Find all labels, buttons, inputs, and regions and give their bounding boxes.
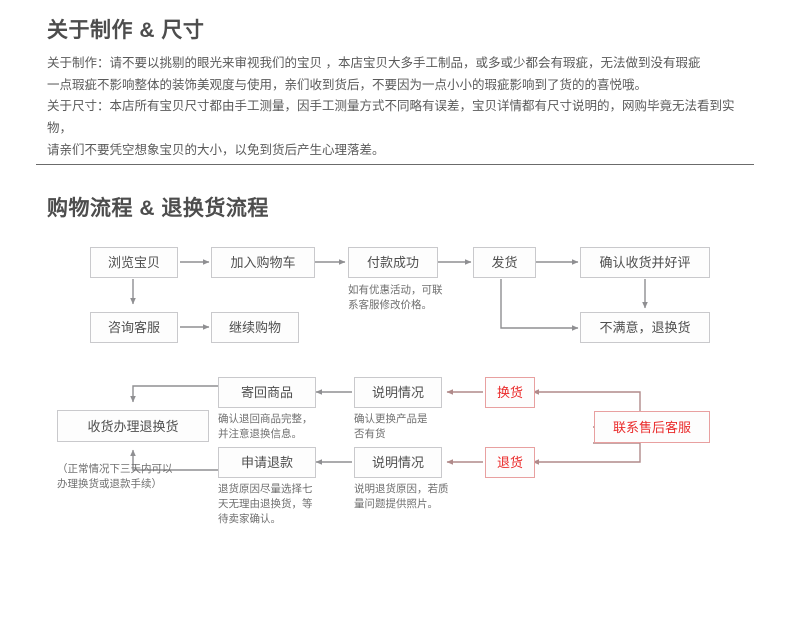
flow-node-consult[interactable]: 咨询客服 [90,312,178,343]
flow-node-confirm-review[interactable]: 确认收货并好评 [580,247,710,278]
flow-node-unsatisfied[interactable]: 不满意，退换货 [580,312,710,343]
about-size-paragraph: 关于尺寸：本店所有宝贝尺寸都由手工测量，因手工测量方式不同略有误差，宝贝详情都有… [47,99,735,157]
flow-node-apply-refund[interactable]: 申请退款 [218,447,316,478]
flow-node-browse[interactable]: 浏览宝贝 [90,247,178,278]
flow-node-exchange[interactable]: 换货 [485,377,535,408]
caption-receive-handle: （正常情况下三天内可以 办理换货或退款手续） [57,463,173,490]
page-title-about: 关于制作 & 尺寸 [47,19,205,42]
page-title-flow: 购物流程 & 退换货流程 [47,197,269,220]
flow-node-return-goods[interactable]: 寄回商品 [218,377,316,408]
flow-node-explain-exchange[interactable]: 说明情况 [354,377,442,408]
caption-explain-exchange: 确认更换产品是 否有货 [354,413,428,440]
about-craft-paragraph: 关于制作：请不要以挑剔的眼光来审视我们的宝贝 ，本店宝贝大多手工制品，或多或少都… [47,56,701,92]
flow-node-explain-refund[interactable]: 说明情况 [354,447,442,478]
caption-pay-success: 如有优惠活动，可联 系客服修改价格。 [348,284,443,311]
flow-node-refund[interactable]: 退货 [485,447,535,478]
flow-node-ship[interactable]: 发货 [473,247,536,278]
flow-node-receive-handle[interactable]: 收货办理退换货 [57,410,209,442]
section-divider [36,164,754,165]
flow-node-continue-shopping[interactable]: 继续购物 [211,312,299,343]
flow-node-after-sales[interactable]: 联系售后客服 [594,411,710,443]
caption-explain-refund: 说明退货原因，若质 量问题提供照片。 [354,483,449,510]
flow-node-add-cart[interactable]: 加入购物车 [211,247,315,278]
flow-node-pay-success[interactable]: 付款成功 [348,247,438,278]
caption-apply-refund: 退货原因尽量选择七 天无理由退换货，等 待卖家确认。 [218,483,313,525]
caption-return-goods: 确认退回商品完整， 并注意退换信息。 [218,413,313,440]
